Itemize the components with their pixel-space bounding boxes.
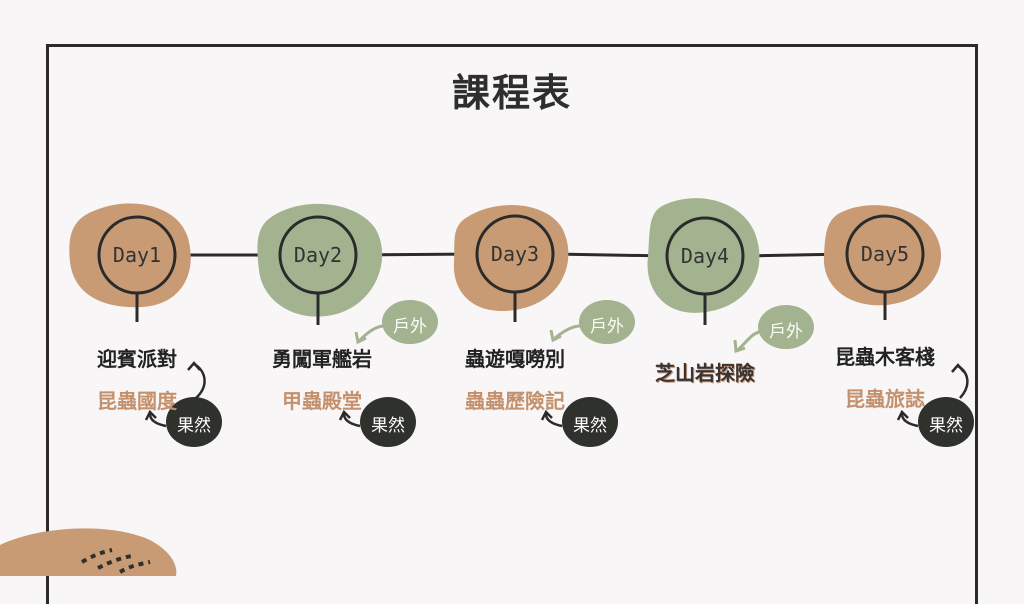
day1-place: 昆蟲國度	[97, 389, 177, 413]
page-title: 課程表	[451, 71, 572, 115]
day3-label: Day3	[490, 242, 540, 266]
day1-blob	[69, 203, 191, 308]
corner-decoration	[0, 528, 177, 576]
day5-place: 昆蟲旅誌	[845, 387, 925, 411]
page-frame	[46, 44, 978, 604]
timeline-diagram	[0, 198, 974, 576]
day4-outdoor-arrow	[736, 330, 760, 352]
corner-dashes	[80, 548, 151, 574]
day1-dark-arrow-left	[148, 413, 167, 428]
timeline-stems	[135, 292, 887, 325]
day2-label: Day2	[293, 243, 343, 267]
day2-dark-arrow	[342, 413, 361, 428]
day5-dark-badge	[918, 397, 974, 447]
day1-dark-badge	[166, 397, 222, 447]
day3-dark-arrow	[544, 413, 563, 428]
day5-badge-text: 果然	[929, 416, 963, 436]
day1-activity: 迎賓派對	[97, 347, 177, 371]
day5-label: Day5	[860, 242, 910, 266]
day1-badge-text: 果然	[177, 416, 211, 436]
day1-label: Day1	[112, 243, 162, 267]
day2-outdoor-badge	[382, 300, 438, 344]
day2-place: 甲蟲殿堂	[282, 389, 362, 413]
day2-badge-text: 果然	[371, 416, 405, 436]
day4-label: Day4	[680, 244, 730, 268]
day4-outdoor-text: 戶外	[769, 322, 803, 342]
day3-dark-badge	[562, 397, 618, 447]
day3-badge-text: 果然	[573, 416, 607, 436]
timeline-line	[175, 252, 849, 258]
day2-outdoor-text: 戶外	[393, 317, 427, 337]
day3-outdoor-badge	[579, 300, 635, 344]
day2-activity: 勇闖軍艦岩	[272, 347, 372, 371]
day3-outdoor-text: 戶外	[590, 317, 624, 337]
day5-dark-arrow-left	[900, 413, 919, 428]
day3-place: 蟲蟲歷險記	[465, 389, 565, 413]
day5-activity: 昆蟲木客棧	[835, 345, 935, 369]
day2-outdoor-arrow	[358, 324, 385, 342]
day3-activity: 蟲遊嘎嘮別	[465, 347, 565, 371]
day4-outdoor-badge	[758, 305, 814, 349]
day2-dark-badge	[360, 397, 416, 447]
day4-activity: 芝山岩探險	[655, 361, 755, 385]
